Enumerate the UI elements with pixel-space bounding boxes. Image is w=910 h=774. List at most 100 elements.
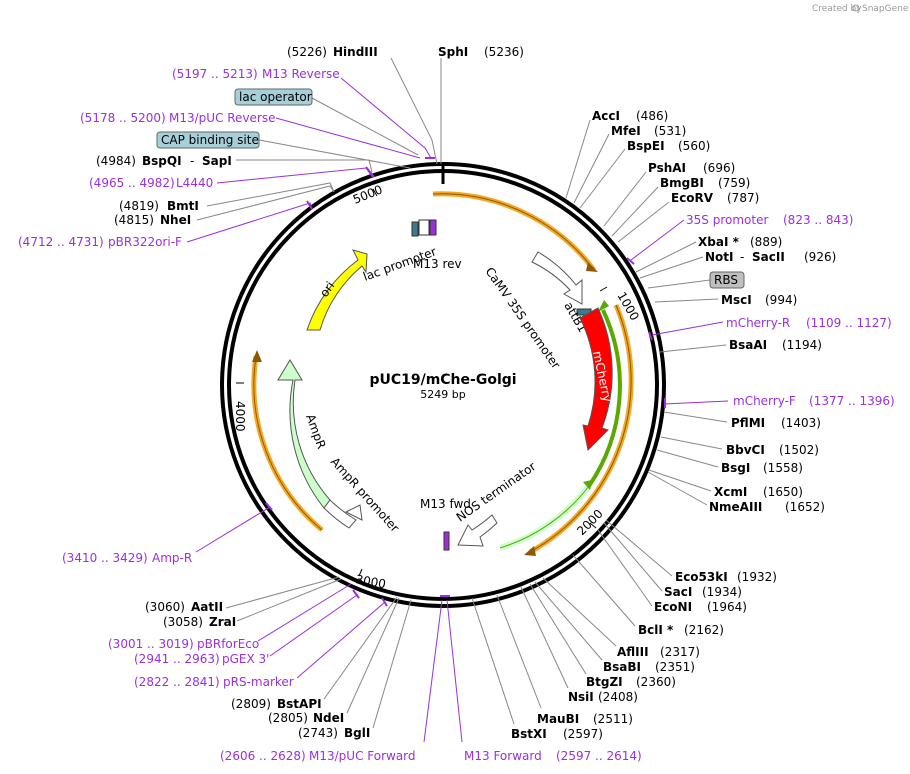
pbrforeco-name[interactable]: pBRforEco <box>197 637 259 651</box>
m13puc-rev-name[interactable]: M13/pUC Reverse <box>169 111 276 125</box>
pbrforeco-line <box>257 583 352 642</box>
mcherry-f-line <box>663 400 729 405</box>
plasmid-size: 5249 bp <box>420 388 465 401</box>
msci-name[interactable]: MscI <box>721 293 752 307</box>
orf-arc-right-arrow-icon <box>524 546 536 556</box>
pbr322ori-name[interactable]: pBR322ori-F <box>108 235 182 249</box>
btgzi-line <box>529 583 587 675</box>
bstapi-pos: (2809) <box>231 697 271 711</box>
ecorv-name[interactable]: EcoRV <box>671 191 714 205</box>
ori-feature[interactable] <box>306 249 368 331</box>
p35s-line <box>630 219 685 261</box>
btgzi-name[interactable]: BtgZI <box>586 675 623 689</box>
lac-operator-feature[interactable] <box>411 221 419 237</box>
green-arc-lower-arrow-icon <box>583 480 592 490</box>
cap-label: CAP binding site <box>161 133 259 147</box>
ndei-name[interactable]: NdeI <box>313 711 344 725</box>
nmeaiii-name[interactable]: NmeAIII <box>709 500 762 514</box>
bstapi-line <box>323 596 398 700</box>
m13-fwd-feature[interactable] <box>443 531 450 551</box>
xcmi-name[interactable]: XcmI <box>714 485 747 499</box>
ampr-promoter-feature[interactable] <box>323 499 357 529</box>
ampr-primer-name[interactable]: Amp-R <box>152 551 192 565</box>
bspqi-name[interactable]: BspQI <box>142 154 182 168</box>
acci-name[interactable]: AccI <box>592 109 620 123</box>
pgex3-name[interactable]: pGEX 3' <box>222 652 269 666</box>
pflmi-name[interactable]: PflMI <box>731 416 765 430</box>
bcli-line <box>572 554 636 627</box>
mcherry-r-mark <box>648 331 653 341</box>
saci-pos: (1934) <box>702 585 742 599</box>
noti-sep: - <box>740 250 744 264</box>
p35s-name[interactable]: 35S promoter <box>686 213 768 227</box>
mcherry-feature[interactable] <box>579 307 613 452</box>
sacii-name[interactable]: SacII <box>752 250 785 264</box>
bmgbi-name[interactable]: BmgBI <box>660 176 704 190</box>
tick-3000 <box>358 568 363 577</box>
bspei-name[interactable]: BspEI <box>627 139 665 153</box>
eco53ki-name[interactable]: Eco53kI <box>675 570 728 584</box>
sapi-name[interactable]: SapI <box>202 154 232 168</box>
m13puc-rev-pos: (5178 .. 5200) <box>80 111 166 125</box>
xbai-name[interactable]: XbaI * <box>698 235 740 249</box>
camv-35s-promoter-feature[interactable] <box>531 251 583 305</box>
bbvci-name[interactable]: BbvCI <box>726 443 765 457</box>
rbs-box[interactable] <box>709 271 745 289</box>
l4440-pos: (4965 .. 4982) <box>89 176 175 190</box>
bstxi-name[interactable]: BstXI <box>511 727 547 741</box>
lac-operator-box[interactable] <box>234 88 313 106</box>
credit-prefix: Created by <box>812 4 862 14</box>
bstxi-pos: (2597) <box>563 727 603 741</box>
sphi-name[interactable]: SphI <box>438 45 468 59</box>
xcmi-pos: (1650) <box>763 485 803 499</box>
hindiii-name[interactable]: HindIII <box>333 45 378 59</box>
afliii-name[interactable]: AflIII <box>617 645 649 659</box>
ampr-label: AmpR <box>303 412 328 450</box>
bgli-name[interactable]: BglI <box>344 726 370 740</box>
bmti-name[interactable]: BmtI <box>167 199 199 213</box>
m13puc-rev-line <box>275 117 421 159</box>
pbr322ori-mark <box>306 200 313 210</box>
econi-name[interactable]: EcoNI <box>654 600 692 614</box>
mfei-name[interactable]: MfeI <box>611 124 641 138</box>
saci-name[interactable]: SacI <box>664 585 692 599</box>
mcherry-r-name[interactable]: mCherry-R <box>726 316 790 330</box>
nos-terminator-feature[interactable] <box>457 514 498 547</box>
pbr322ori-pos: (4712 .. 4731) <box>18 235 104 249</box>
green-arc-upper <box>587 309 622 488</box>
pshai-name[interactable]: PshAI <box>648 161 686 175</box>
ampr-primer-line <box>195 506 271 553</box>
zrai-name[interactable]: ZraI <box>209 615 236 629</box>
mfei-line <box>573 133 610 204</box>
nhei-name[interactable]: NheI <box>160 213 191 227</box>
m13reverse-name[interactable]: M13 Reverse <box>262 67 340 81</box>
cap-box[interactable] <box>156 131 260 149</box>
bsaai-name[interactable]: BsaAI <box>729 338 767 352</box>
bstapi-name[interactable]: BstAPI <box>277 697 322 711</box>
m13-rev-feature[interactable] <box>429 219 437 236</box>
noti-name[interactable]: NotI <box>705 250 734 264</box>
acci-line <box>565 119 591 199</box>
bsaai-pos: (1194) <box>782 338 822 352</box>
l4440-line <box>216 167 374 184</box>
bcli-name[interactable]: BclI * <box>638 623 674 637</box>
bsgi-line <box>656 449 719 468</box>
maubi-name[interactable]: MauBI <box>537 712 579 726</box>
nhei-line <box>196 185 335 221</box>
ecorv-line <box>617 201 670 243</box>
aatii-line <box>225 576 340 609</box>
prs-name[interactable]: pRS-marker <box>223 675 294 689</box>
bsabi-name[interactable]: BsaBI <box>603 660 641 674</box>
aatii-name[interactable]: AatII <box>191 600 223 614</box>
l4440-name[interactable]: L4440 <box>176 176 213 190</box>
hindiii-pos: (5226) <box>287 45 327 59</box>
m13forward-name[interactable]: M13 Forward <box>464 749 542 763</box>
nos-label: NOS terminator <box>454 459 539 524</box>
m13puc-fwd-name[interactable]: M13/pUC Forward <box>309 749 416 763</box>
btgzi-pos: (2360) <box>636 675 676 689</box>
lac-promoter-feature[interactable] <box>418 219 430 236</box>
pgex3-pos: (2941 .. 2963) <box>134 652 220 666</box>
mcherry-f-name[interactable]: mCherry-F <box>733 394 796 408</box>
nsii-name[interactable]: NsiI <box>568 690 594 704</box>
bsgi-name[interactable]: BsgI <box>721 461 750 475</box>
